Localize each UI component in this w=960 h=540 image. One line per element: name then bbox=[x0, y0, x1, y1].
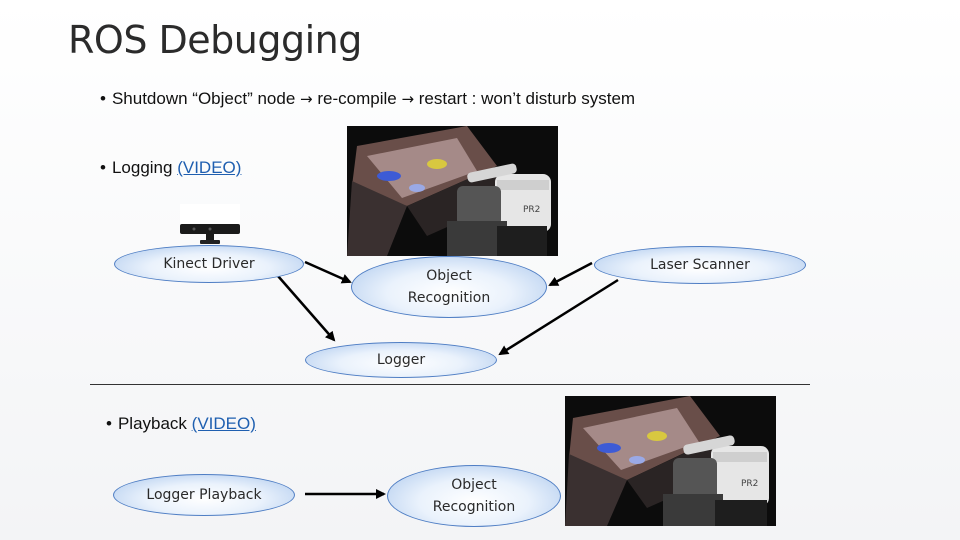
bullet-logging: • Logging (VIDEO) bbox=[100, 158, 241, 178]
robot-simulation-drawing: PR2 bbox=[565, 396, 776, 526]
bullet-shutdown-text-2: re-compile bbox=[317, 89, 397, 108]
bullet-logging-label: Logging bbox=[111, 158, 173, 177]
section-divider bbox=[90, 384, 810, 385]
node-logger-playback-label: Logger Playback bbox=[146, 487, 262, 503]
robot-simulation-image-bottom: PR2 bbox=[565, 396, 776, 526]
node-logger-label: Logger bbox=[376, 352, 426, 368]
node-object-recognition-top[interactable]: Object Recognition bbox=[351, 256, 547, 318]
node-object-recognition-line2: Recognition bbox=[407, 290, 491, 306]
node-kinect-driver[interactable]: Kinect Driver bbox=[114, 245, 304, 283]
robot-simulation-drawing: PR2 bbox=[347, 126, 558, 256]
bullet-dot: • bbox=[100, 89, 106, 108]
kinect-sensor-image bbox=[180, 204, 240, 244]
robot-simulation-image-top: PR2 bbox=[347, 126, 558, 256]
node-logger-playback[interactable]: Logger Playback bbox=[113, 474, 295, 516]
node-object-recognition-line1: Object bbox=[426, 268, 472, 284]
kinect-icon bbox=[180, 204, 240, 244]
arrow-kinect-to-object bbox=[304, 260, 352, 284]
node-object-recognition-line1: Object bbox=[451, 477, 497, 493]
bullet-shutdown: • Shutdown “Object” node → re-compile → r… bbox=[100, 89, 635, 109]
slide-title: ROS Debugging bbox=[68, 18, 362, 62]
bullet-dot: • bbox=[100, 158, 106, 177]
node-laser-scanner-label: Laser Scanner bbox=[650, 257, 750, 273]
playback-video-link[interactable]: (VIDEO) bbox=[191, 414, 256, 433]
node-logger[interactable]: Logger bbox=[305, 342, 497, 378]
right-arrow-icon: → bbox=[300, 90, 313, 108]
robot-label: PR2 bbox=[523, 205, 540, 215]
arrow-kinect-to-logger bbox=[277, 275, 336, 342]
node-object-recognition-bottom[interactable]: Object Recognition bbox=[387, 465, 561, 527]
bullet-shutdown-text-1: Shutdown “Object” node bbox=[111, 89, 296, 108]
bullet-playback-label: Playback bbox=[117, 414, 187, 433]
bullet-playback: • Playback (VIDEO) bbox=[106, 414, 256, 434]
robot-label: PR2 bbox=[741, 479, 758, 489]
logging-video-link[interactable]: (VIDEO) bbox=[177, 158, 242, 177]
right-arrow-icon: → bbox=[401, 90, 415, 108]
node-kinect-driver-label: Kinect Driver bbox=[163, 256, 255, 272]
arrow-laser-to-object bbox=[548, 261, 593, 287]
bullet-shutdown-text-3: restart : won’t disturb system bbox=[418, 89, 636, 108]
bullet-dot: • bbox=[106, 414, 112, 433]
node-laser-scanner[interactable]: Laser Scanner bbox=[594, 246, 806, 284]
arrow-laser-to-logger bbox=[498, 278, 619, 356]
node-object-recognition-line2: Recognition bbox=[432, 499, 516, 515]
